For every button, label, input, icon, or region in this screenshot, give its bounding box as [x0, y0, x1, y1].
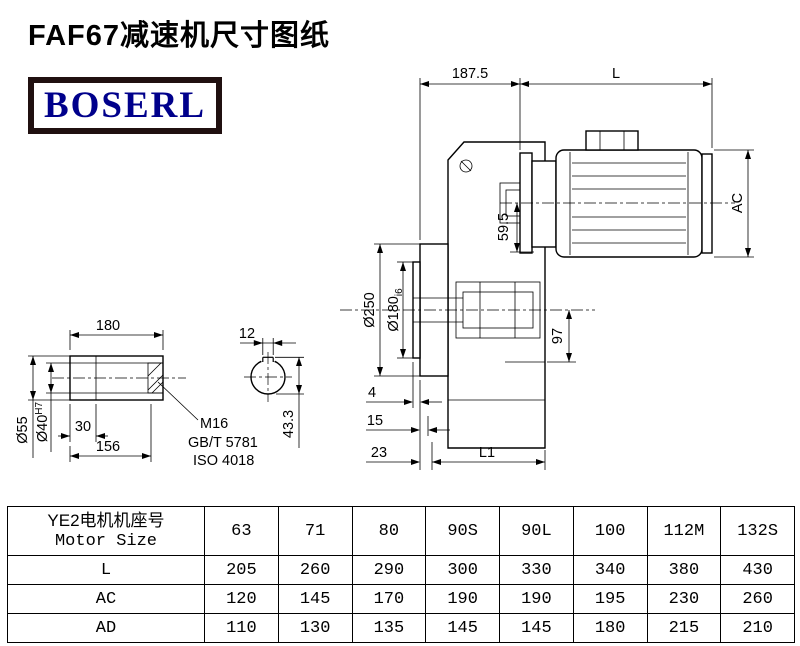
- table-row-AD: AD 110 130 135 145 145 180 215 210: [7, 613, 795, 643]
- table-cell: 205: [204, 555, 279, 585]
- dim-bore-diameter: Ø40H7: [34, 401, 51, 442]
- table-cell: 330: [499, 555, 574, 585]
- standard-iso: ISO 4018: [193, 453, 254, 469]
- table-cell: 210: [720, 613, 795, 643]
- table-cell: 380: [646, 555, 722, 585]
- dim-bore-tolerance: H7: [34, 401, 45, 414]
- table-header-row: YE2电机机座号 Motor Size 63 71 80 90S 90L 100…: [7, 506, 795, 556]
- table-cell: 145: [499, 613, 574, 643]
- dim-flange-diameter: Ø250: [362, 292, 378, 327]
- dim-97: 97: [547, 310, 576, 363]
- table-cell: 290: [351, 555, 427, 585]
- table-cell: 190: [499, 584, 574, 614]
- dim-AC: AC: [730, 193, 746, 213]
- table-cell: 180: [572, 613, 648, 643]
- col-header: 132S: [720, 506, 795, 556]
- dim-59-5: 59.5: [496, 203, 534, 253]
- table-row-AC: AC 120 145 170 190 190 195 230 260: [7, 584, 795, 614]
- dim-187-5: 187.5: [452, 66, 488, 82]
- keyway-section: 12 43.3: [239, 326, 304, 448]
- size-table: YE2电机机座号 Motor Size 63 71 80 90S 90L 100…: [7, 506, 795, 643]
- table-cell: 110: [204, 613, 279, 643]
- dim-key-width: 12: [239, 326, 255, 342]
- brand-text: BOSERL: [43, 85, 207, 126]
- table-cell: 170: [351, 584, 427, 614]
- col-header: 112M: [646, 506, 722, 556]
- dim-L1-label: L1: [479, 445, 495, 461]
- dimension-drawing: 187.5 L AC Ø250 Ø180i6: [15, 66, 754, 470]
- dim-spigot-tolerance: i6: [394, 288, 405, 296]
- dim-key-depth: 43.3: [281, 410, 297, 438]
- standard-gb: GB/T 5781: [188, 435, 258, 451]
- table-cell: 145: [277, 584, 353, 614]
- dim-spigot-dia: Ø180i6: [386, 261, 413, 359]
- row-label: L: [7, 555, 205, 585]
- table-cell: 300: [425, 555, 500, 585]
- table-cell: 230: [646, 584, 722, 614]
- dim-motor-length-L: L: [612, 66, 620, 82]
- motor: [519, 130, 713, 258]
- row-label: AD: [7, 613, 205, 643]
- dim-bore-value: Ø40: [35, 415, 51, 442]
- table-cell: 260: [277, 555, 353, 585]
- dim-59-5-label: 59.5: [496, 213, 512, 241]
- col-header: 63: [204, 506, 279, 556]
- shaft-detail: 180 Ø55 Ø40H7 30: [15, 318, 258, 469]
- dim-4-label: 4: [368, 385, 376, 401]
- table-cell: 340: [572, 555, 648, 585]
- col-header: 100: [572, 506, 648, 556]
- dim-15-label: 15: [367, 413, 383, 429]
- table-cell: 260: [720, 584, 795, 614]
- table-cell: 135: [351, 613, 427, 643]
- thread-callout: M16: [200, 416, 228, 432]
- table-cell: 215: [646, 613, 722, 643]
- dim-spigot-diameter: Ø180i6: [386, 288, 405, 332]
- col-header: 71: [277, 506, 353, 556]
- terminal-box: [585, 130, 639, 151]
- dim-ac: AC: [714, 149, 754, 258]
- dim-156-label: 156: [96, 439, 120, 455]
- page-title: FAF67减速机尺寸图纸: [28, 20, 331, 52]
- table-row-L: L 205 260 290 300 330 340 380 430: [7, 555, 795, 585]
- motor-size-header: YE2电机机座号 Motor Size: [7, 506, 205, 556]
- dim-bottom: 4 15 23 L1: [366, 362, 546, 470]
- dim-30-label: 30: [75, 419, 91, 435]
- dim-flange-dia: Ø250: [362, 243, 420, 377]
- centerlines: [340, 202, 735, 311]
- col-header: 90L: [499, 506, 574, 556]
- table-cell: 190: [425, 584, 500, 614]
- dim-shaft-od: Ø55: [15, 416, 31, 443]
- table-cell: 130: [277, 613, 353, 643]
- table-cell: 430: [720, 555, 795, 585]
- eyebolt-icon: [459, 159, 473, 173]
- table-cell: 195: [572, 584, 648, 614]
- col-header: 90S: [425, 506, 500, 556]
- fan-cowl: [701, 153, 713, 254]
- dim-shaft-length: 180: [96, 318, 120, 334]
- motor-size-header-en: Motor Size: [54, 532, 158, 551]
- dim-top: 187.5 L: [419, 66, 713, 240]
- table-cell: 145: [425, 613, 500, 643]
- dim-97-label: 97: [550, 328, 566, 344]
- col-header: 80: [351, 506, 427, 556]
- dim-spigot-value: Ø180: [386, 296, 402, 331]
- motor-size-header-cn: YE2电机机座号: [47, 510, 165, 530]
- dim-23-label: 23: [371, 445, 387, 461]
- table-cell: 120: [204, 584, 279, 614]
- row-label: AC: [7, 584, 205, 614]
- brand-logo: BOSERL: [28, 77, 222, 134]
